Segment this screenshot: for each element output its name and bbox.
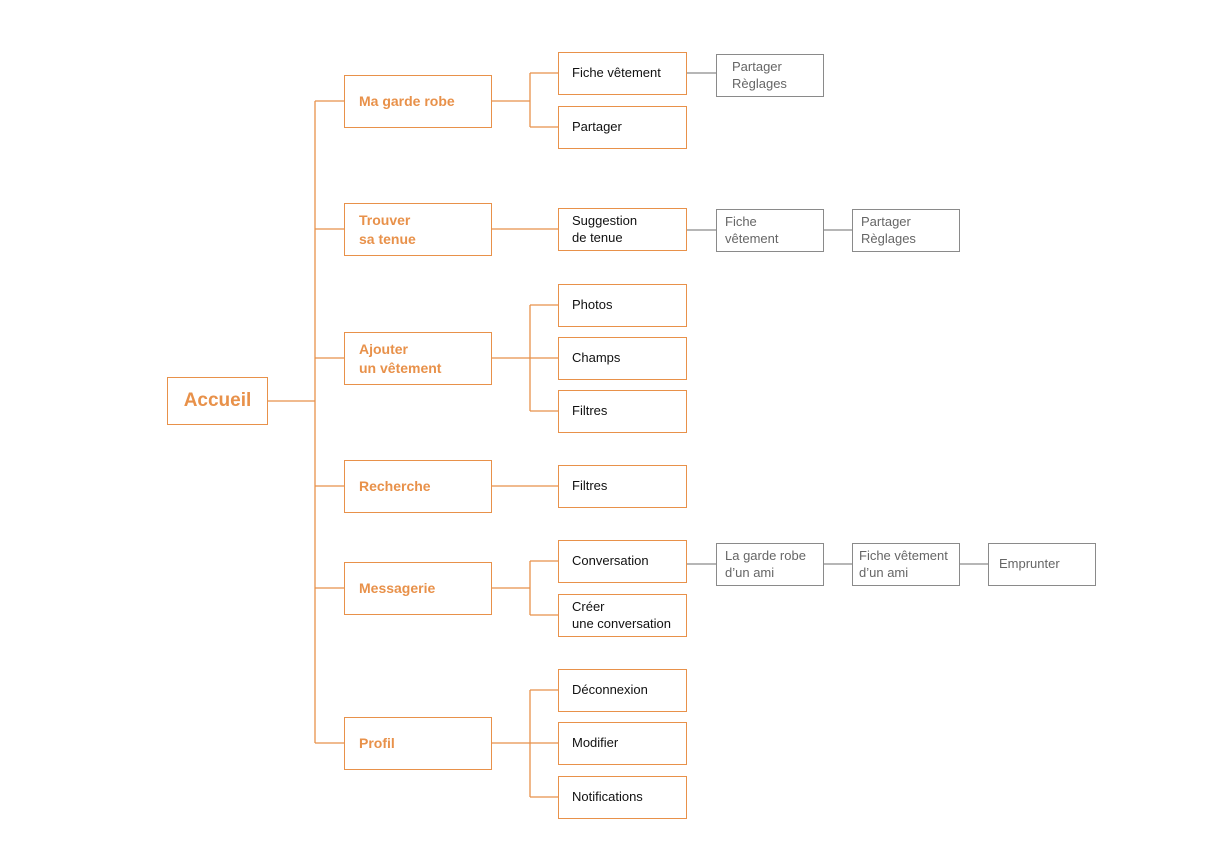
node-partager-reglages-2: Partager Règlages — [852, 209, 960, 252]
node-partager: Partager — [558, 106, 687, 149]
node-deconnexion: Déconnexion — [558, 669, 687, 712]
node-ajouter-un-vetement: Ajouter un vêtement — [344, 332, 492, 385]
node-suggestion-de-tenue: Suggestion de tenue — [558, 208, 687, 251]
node-notifications: Notifications — [558, 776, 687, 819]
node-champs: Champs — [558, 337, 687, 380]
node-partager-reglages-1: Partager Règlages — [716, 54, 824, 97]
node-filtres-ajouter: Filtres — [558, 390, 687, 433]
node-filtres-recherche: Filtres — [558, 465, 687, 508]
node-accueil: Accueil — [167, 377, 268, 425]
node-conversation: Conversation — [558, 540, 687, 583]
node-fiche-vetement-gray: Fiche vêtement — [716, 209, 824, 252]
node-recherche: Recherche — [344, 460, 492, 513]
node-fiche-vetement: Fiche vêtement — [558, 52, 687, 95]
node-emprunter: Emprunter — [988, 543, 1096, 586]
node-garde-robe-ami: La garde robe d’un ami — [716, 543, 824, 586]
node-modifier: Modifier — [558, 722, 687, 765]
node-creer-une-conversation: Créer une conversation — [558, 594, 687, 637]
node-ma-garde-robe: Ma garde robe — [344, 75, 492, 128]
node-trouver-sa-tenue: Trouver sa tenue — [344, 203, 492, 256]
node-fiche-vetement-ami: Fiche vêtement d’un ami — [852, 543, 960, 586]
node-profil: Profil — [344, 717, 492, 770]
node-photos: Photos — [558, 284, 687, 327]
node-messagerie: Messagerie — [344, 562, 492, 615]
